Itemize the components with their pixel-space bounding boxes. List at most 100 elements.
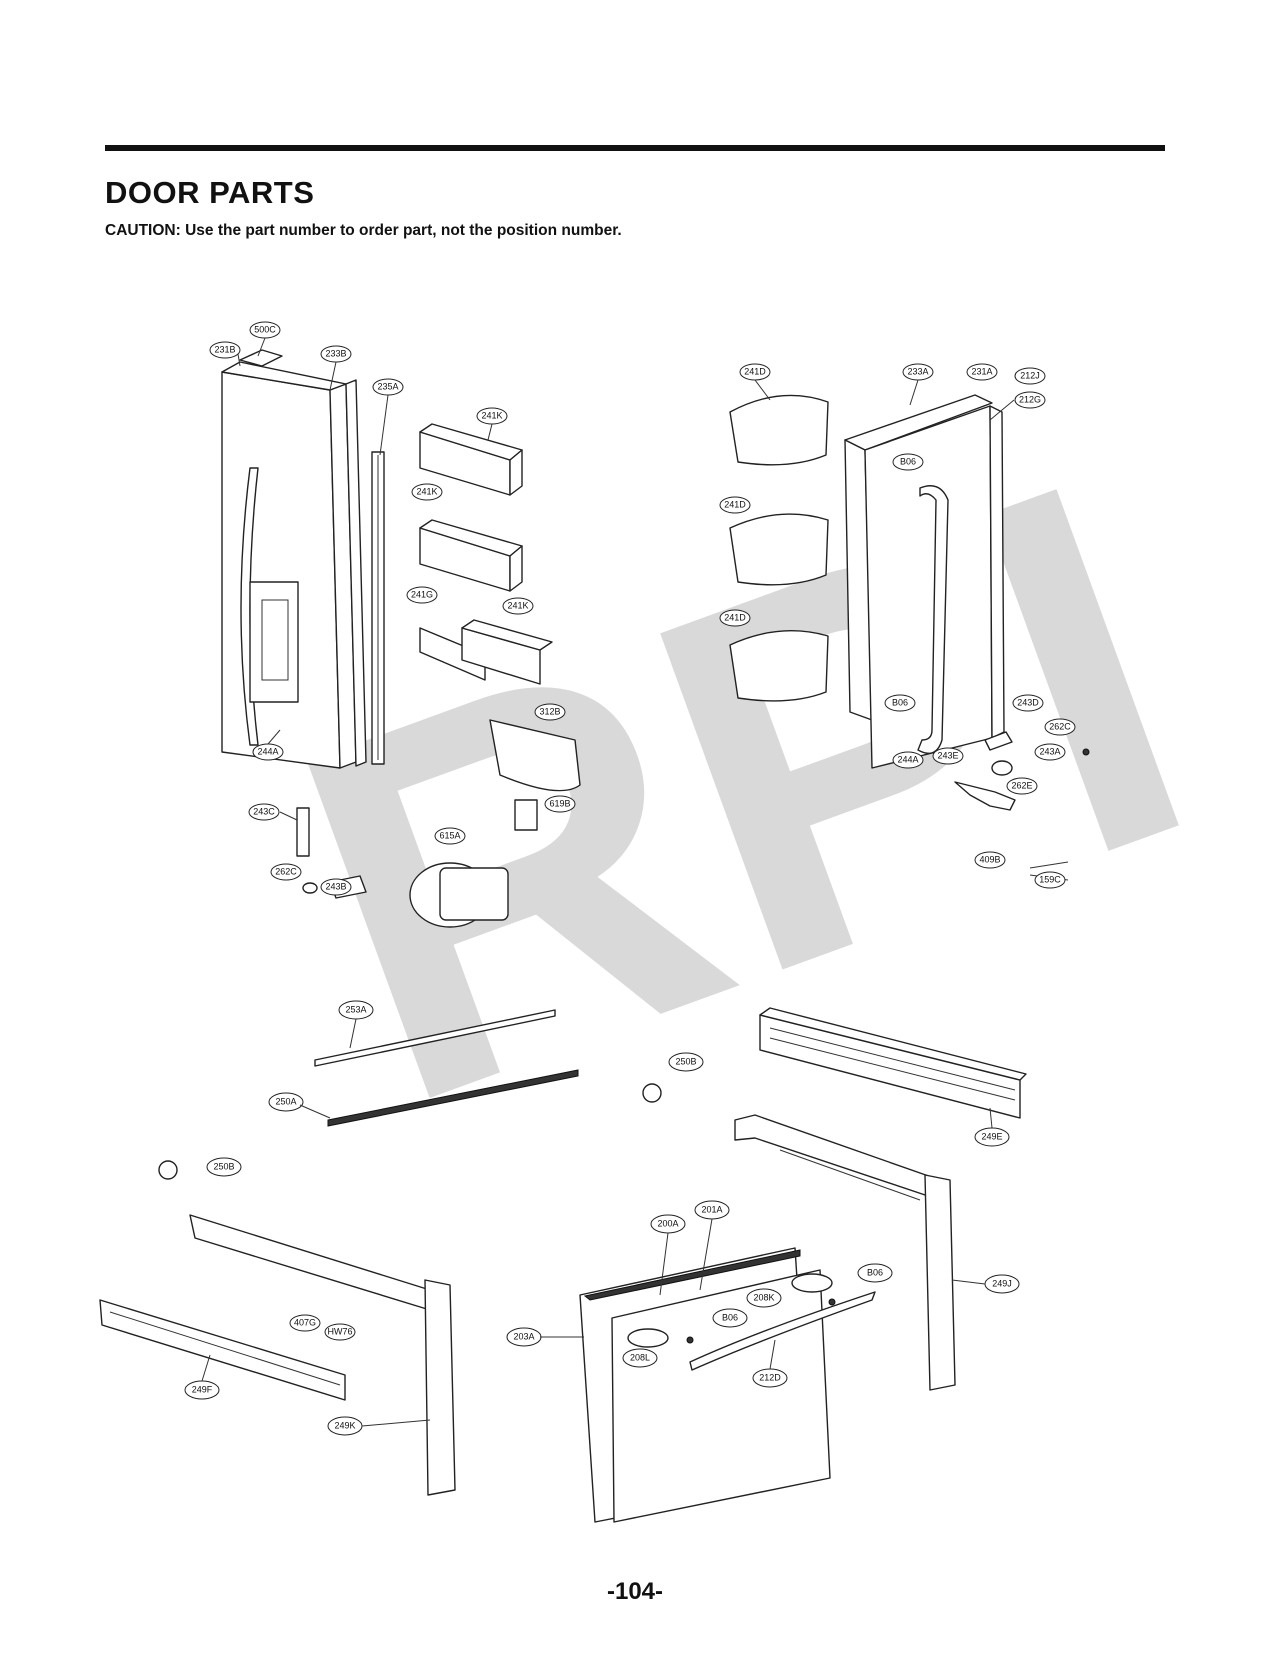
svg-text:250B: 250B <box>213 1161 234 1171</box>
callout-253A: 253A <box>338 1000 374 1020</box>
svg-text:231A: 231A <box>971 366 992 376</box>
callout-409B: 409B <box>974 851 1006 869</box>
svg-text:262E: 262E <box>1011 780 1032 790</box>
callout-212J: 212J <box>1014 367 1046 385</box>
svg-text:312B: 312B <box>539 706 560 716</box>
callout-249J: 249J <box>984 1274 1020 1294</box>
svg-text:244A: 244A <box>257 746 278 756</box>
callout-201A: 201A <box>694 1200 730 1220</box>
svg-text:B06: B06 <box>867 1267 883 1277</box>
callout-262C: 262C <box>1044 718 1076 736</box>
right-hinge-components <box>954 731 1090 881</box>
callout-249E: 249E <box>974 1127 1010 1147</box>
callout-B06: B06 <box>857 1263 893 1283</box>
svg-text:615A: 615A <box>439 830 460 840</box>
svg-text:243E: 243E <box>937 750 958 760</box>
svg-text:407G: 407G <box>294 1317 316 1327</box>
callout-262C: 262C <box>270 863 302 881</box>
svg-text:244A: 244A <box>897 754 918 764</box>
callout-243E: 243E <box>932 747 964 765</box>
svg-text:241K: 241K <box>416 486 437 496</box>
drawer-front-assembly <box>579 1247 876 1523</box>
svg-text:HW76: HW76 <box>327 1326 352 1336</box>
svg-text:208K: 208K <box>753 1292 774 1302</box>
callout-208L: 208L <box>622 1348 658 1368</box>
svg-text:212D: 212D <box>759 1372 781 1382</box>
svg-text:212J: 212J <box>1020 370 1040 380</box>
svg-text:243A: 243A <box>1039 746 1060 756</box>
svg-text:241K: 241K <box>507 600 528 610</box>
callout-619B: 619B <box>544 795 576 813</box>
svg-text:241D: 241D <box>724 612 746 622</box>
svg-text:249F: 249F <box>192 1384 213 1394</box>
callout-249K: 249K <box>327 1416 363 1436</box>
svg-text:243B: 243B <box>325 881 346 891</box>
callout-208K: 208K <box>746 1288 782 1308</box>
svg-text:241K: 241K <box>481 410 502 420</box>
page-number: -104- <box>606 1578 664 1605</box>
callout-159C: 159C <box>1034 871 1066 889</box>
leader-lines <box>201 337 1015 1427</box>
callout-241K: 241K <box>502 597 534 615</box>
svg-text:B06: B06 <box>722 1312 738 1322</box>
page-title: DOOR PARTS <box>105 175 315 210</box>
left-door-assembly <box>221 349 385 769</box>
callout-212G: 212G <box>1014 391 1046 409</box>
callout-262E: 262E <box>1006 777 1038 795</box>
callout-244A: 244A <box>252 743 284 761</box>
callout-500C: 500C <box>249 321 281 339</box>
callout-241D: 241D <box>719 609 751 627</box>
svg-text:233B: 233B <box>325 348 346 358</box>
callout-243C: 243C <box>248 803 280 821</box>
callout-241G: 241G <box>406 586 438 604</box>
callout-233B: 233B <box>320 345 352 363</box>
callout-233A: 233A <box>902 363 934 381</box>
callout-244A: 244A <box>892 751 924 769</box>
svg-text:249E: 249E <box>981 1131 1002 1141</box>
callout-241D: 241D <box>719 496 751 514</box>
callout-312B: 312B <box>534 703 566 721</box>
svg-text:249J: 249J <box>992 1278 1012 1288</box>
svg-text:212G: 212G <box>1019 394 1041 404</box>
svg-text:159C: 159C <box>1039 874 1061 884</box>
callout-249F: 249F <box>184 1380 220 1400</box>
svg-text:262C: 262C <box>275 866 297 876</box>
callout-243D: 243D <box>1012 694 1044 712</box>
svg-text:241D: 241D <box>724 499 746 509</box>
callout-250A: 250A <box>268 1092 304 1112</box>
svg-text:249K: 249K <box>334 1420 355 1430</box>
caution-note: CAUTION: Use the part number to order pa… <box>105 222 622 239</box>
svg-text:253A: 253A <box>345 1004 366 1014</box>
callout-235A: 235A <box>372 378 404 396</box>
left-bins <box>419 423 581 792</box>
svg-text:262C: 262C <box>1049 721 1071 731</box>
svg-text:241D: 241D <box>744 366 766 376</box>
callout-231A: 231A <box>966 363 998 381</box>
callout-B06: B06 <box>892 453 924 471</box>
callout-231B: 231B <box>209 341 241 359</box>
svg-text:500C: 500C <box>254 324 276 334</box>
header-rule <box>105 145 1165 151</box>
callout-407G: 407G <box>289 1314 321 1332</box>
callout-HW76: HW76 <box>324 1323 356 1341</box>
svg-text:243D: 243D <box>1017 697 1039 707</box>
callout-250B: 250B <box>206 1157 242 1177</box>
callout-B06: B06 <box>884 694 916 712</box>
right-drawer-frame <box>734 1114 956 1391</box>
right-slide-rail <box>759 1007 1027 1119</box>
svg-text:409B: 409B <box>979 854 1000 864</box>
right-door-assembly <box>844 394 1005 769</box>
callout-243A: 243A <box>1034 743 1066 761</box>
svg-text:203A: 203A <box>513 1331 534 1341</box>
left-hinge-components <box>296 799 538 928</box>
svg-text:233A: 233A <box>907 366 928 376</box>
callout-212D: 212D <box>752 1368 788 1388</box>
svg-text:200A: 200A <box>657 1218 678 1228</box>
svg-text:231B: 231B <box>214 344 235 354</box>
svg-text:250A: 250A <box>275 1096 296 1106</box>
callout-243B: 243B <box>320 878 352 896</box>
svg-text:B06: B06 <box>892 697 908 707</box>
callout-241K: 241K <box>411 483 443 501</box>
callout-labels: 500C 231B 233B 235A 241K 241K 241G 241K … <box>184 321 1076 1436</box>
gasket-strips <box>314 1009 579 1127</box>
